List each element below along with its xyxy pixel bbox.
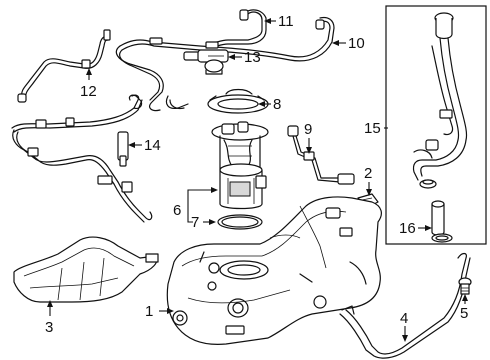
filler-pipe-inset-frame [385,5,487,245]
callout-1: 1 [145,303,153,320]
callout-11: 11 [278,13,294,30]
part-5-bolt [458,277,472,295]
part-10-vapor-line [115,16,335,112]
callout-14: 14 [144,137,161,154]
part-13-purge-valve [183,49,229,75]
callout-2: 2 [364,165,372,182]
callout-4: 4 [400,310,408,327]
part-7-seal-ring [217,214,263,230]
callout-12: 12 [80,83,97,100]
leader-lines [47,18,468,342]
callout-8: 8 [273,96,281,113]
part-15-filler-pipe [412,12,468,189]
callout-13: 13 [244,49,261,66]
part-1-fuel-tank [166,196,382,345]
part-12-wiring-harness [17,29,111,103]
callout-3: 3 [45,319,53,336]
callout-6: 6 [173,202,181,219]
part-14-main-harness [11,94,153,223]
part-16-hose-clamp [431,200,453,243]
callout-9: 9 [304,121,312,138]
callout-16: 16 [399,220,416,237]
part-3-heat-shield [13,236,159,303]
part-6-fuel-pump-module [211,121,269,210]
part-4-tank-strap [339,252,471,359]
callout-15: 15 [364,120,381,137]
callout-10: 10 [348,35,365,52]
callout-7: 7 [191,214,199,231]
callout-5: 5 [460,305,468,322]
part-9-sender-unit [287,125,355,185]
part-8-lock-ring [207,88,269,114]
callout-labels: 1 2 3 4 5 6 7 8 9 10 11 12 13 14 15 16 [45,13,468,336]
